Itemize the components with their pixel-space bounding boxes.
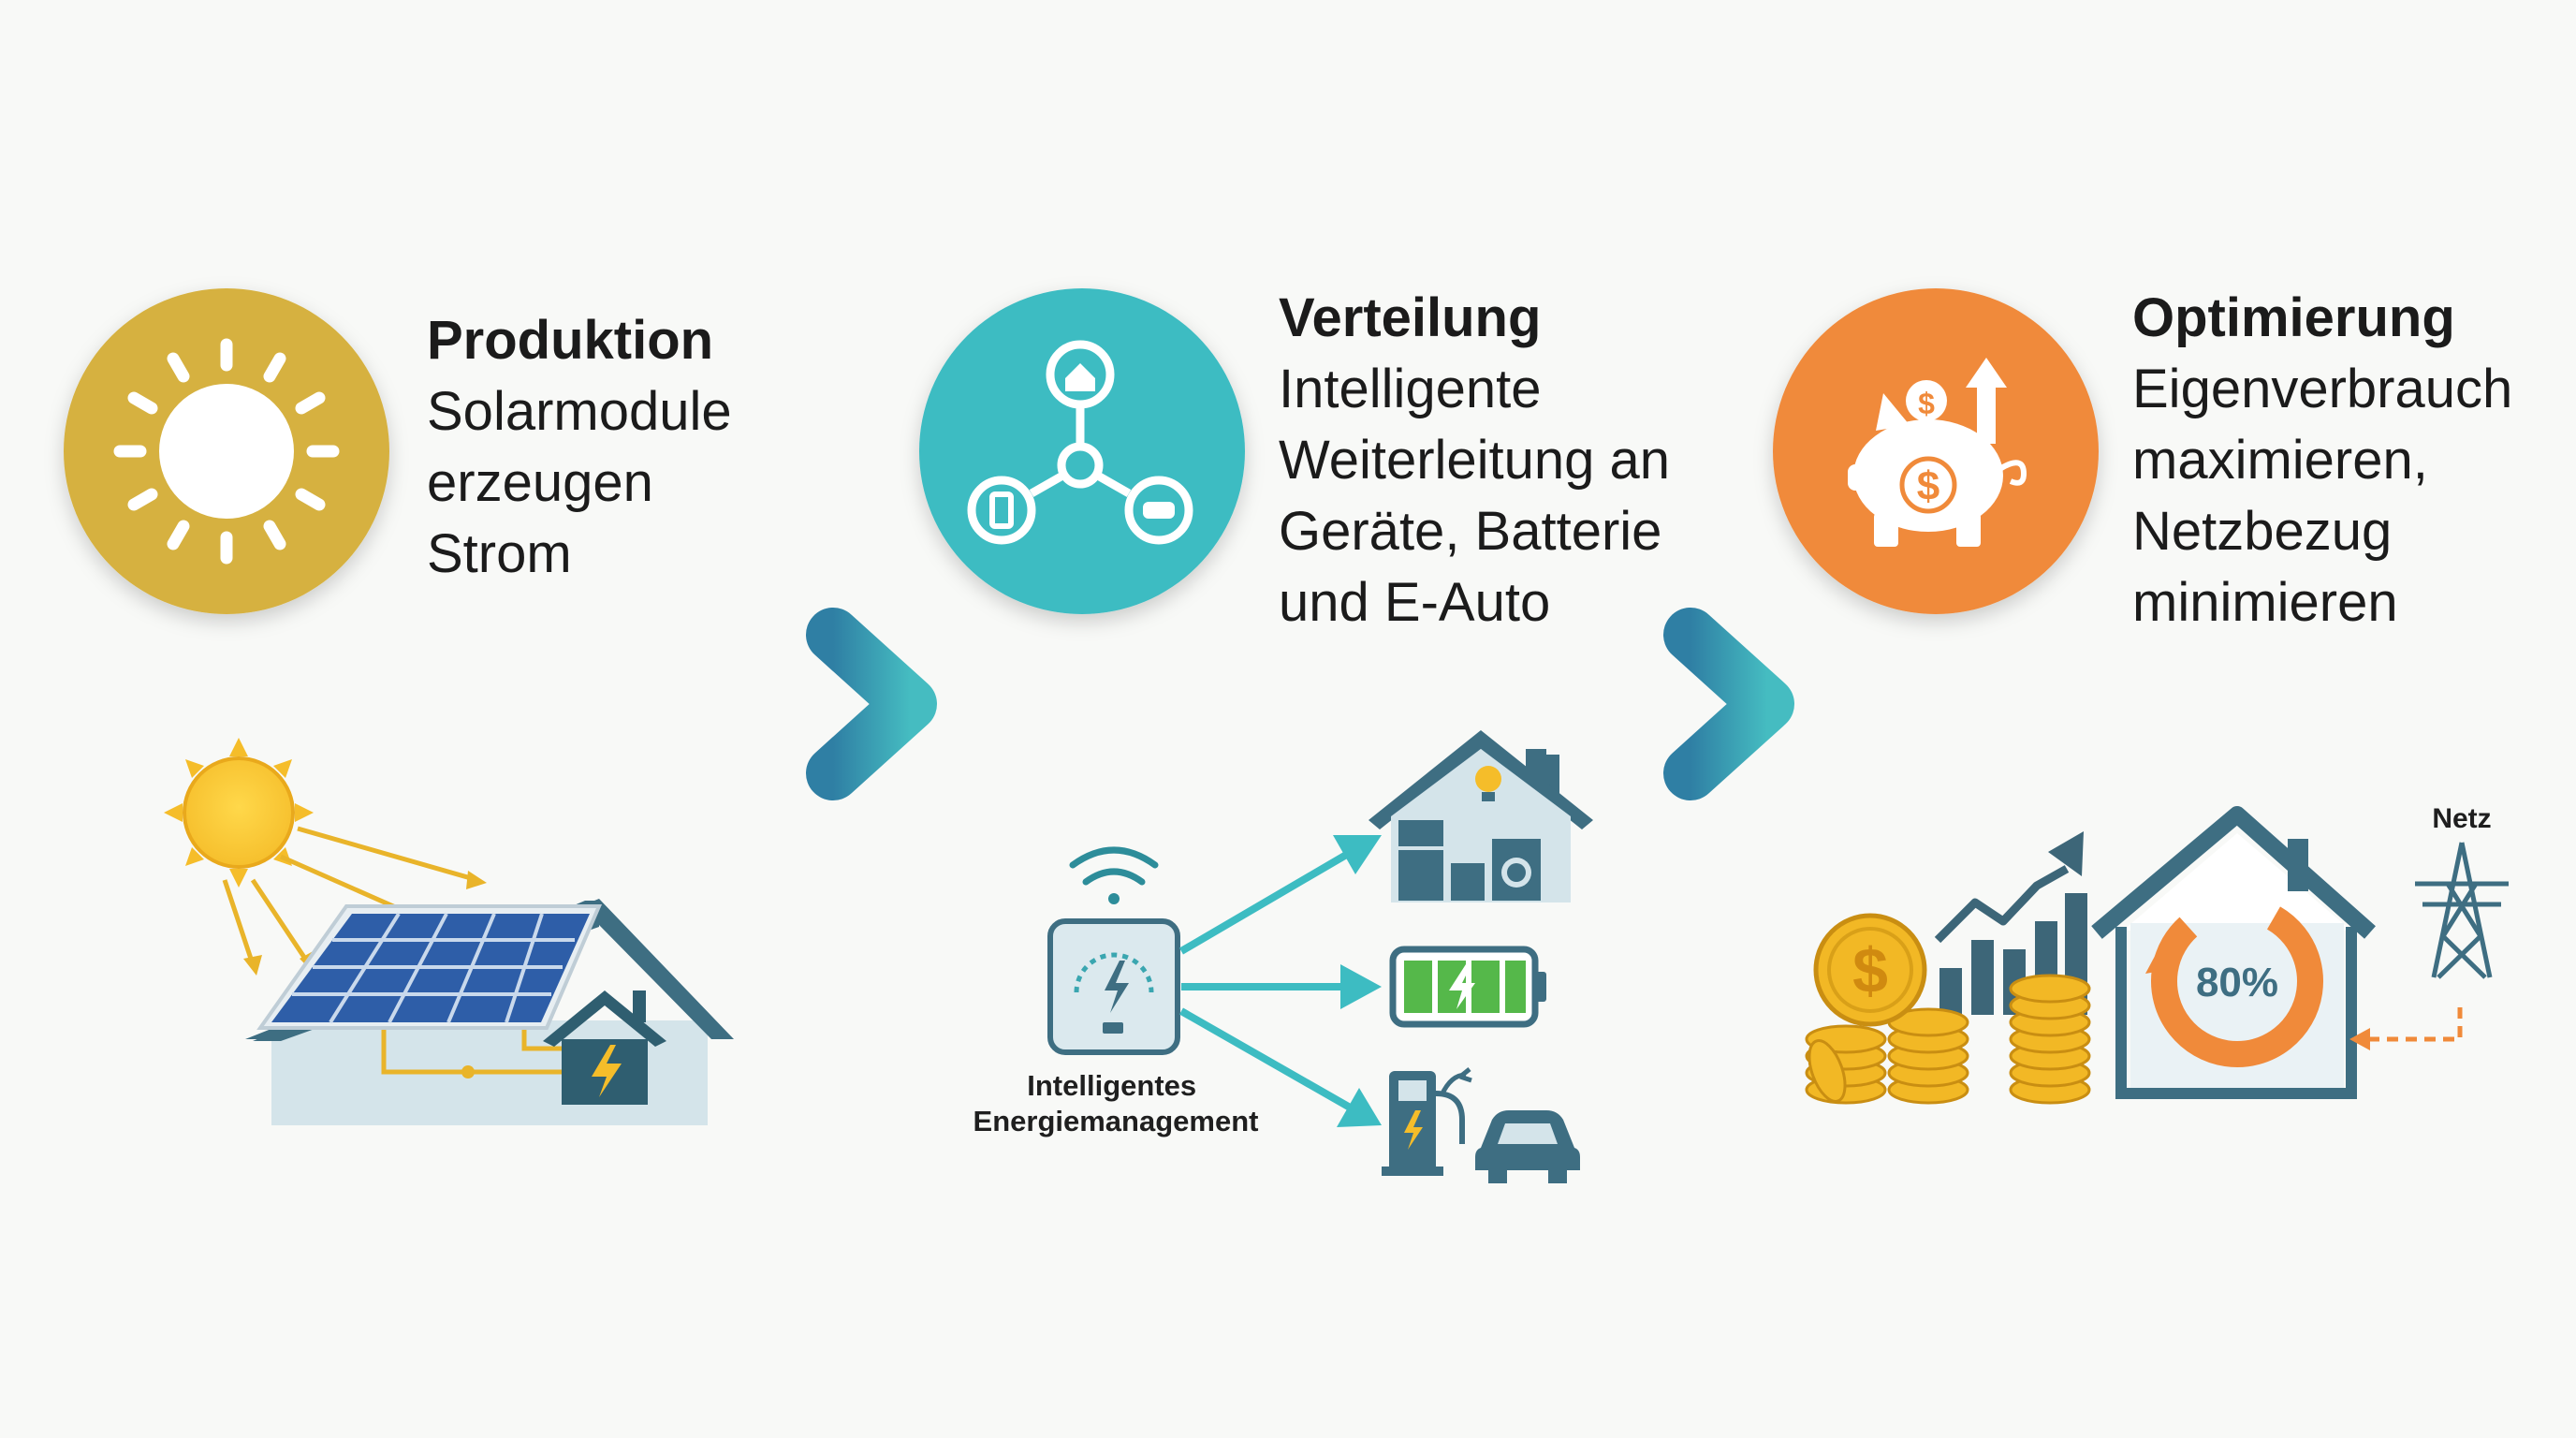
small-sun-icon — [164, 738, 314, 888]
solar-house-illustration — [164, 738, 734, 1125]
smart-meter-icon — [1047, 918, 1180, 1055]
flow-arrow-1 — [682, 608, 946, 800]
network-distribution-icon — [967, 340, 1193, 545]
stage-description: Solarmodule erzeugen Strom — [427, 381, 732, 584]
sun-icon — [113, 338, 340, 565]
svg-text:$: $ — [1852, 935, 1888, 1006]
stage-verteilung: Verteilung Intelligente Weiterleitung an… — [1279, 283, 1670, 638]
electric-car-icon — [1475, 1110, 1580, 1183]
piggy-bank-icon: $ $ — [1848, 358, 2027, 547]
power-tower-icon — [2415, 842, 2509, 979]
stage-title: Verteilung — [1279, 287, 1542, 348]
stage-title: Produktion — [427, 310, 714, 371]
flow-arrow-2 — [1540, 608, 1804, 800]
wifi-icon — [1069, 846, 1159, 904]
stage-description: Intelligente Weiterleitung an Geräte, Ba… — [1279, 359, 1671, 633]
svg-text:$: $ — [1918, 387, 1935, 420]
home-battery-icon — [543, 990, 666, 1105]
coin-stack-icon: $ — [1805, 913, 2091, 1105]
stage-title: Optimierung — [2132, 287, 2455, 348]
optimierung-circle: $ $ — [1773, 288, 2099, 614]
battery-icon — [1389, 946, 1546, 1028]
self-consumption-house: 80% — [2091, 806, 2376, 1099]
solar-panel — [256, 904, 603, 1030]
stage-produktion: Produktion Solarmodule erzeugen Strom — [427, 305, 732, 590]
grid-label: Netz — [2432, 803, 2491, 834]
energy-management-label: Intelligentes Energiemanagement — [973, 1069, 1259, 1137]
verteilung-circle — [919, 288, 1245, 614]
self-consumption-percent: 80% — [2196, 960, 2278, 1005]
produktion-circle — [64, 288, 389, 614]
ev-charging-icon — [1382, 1067, 1472, 1176]
savings-house-illustration: $ 80% Netz — [1805, 803, 2509, 1105]
household-appliances-icon — [1368, 730, 1593, 902]
energy-management-illustration: Intelligentes Energiemanagement — [973, 730, 1593, 1183]
stage-description: Eigenverbrauch maximieren, Netzbezug min… — [2132, 359, 2513, 633]
stage-optimierung: Optimierung Eigenverbrauch maximieren, N… — [2132, 283, 2512, 638]
svg-text:$: $ — [1917, 463, 1939, 509]
